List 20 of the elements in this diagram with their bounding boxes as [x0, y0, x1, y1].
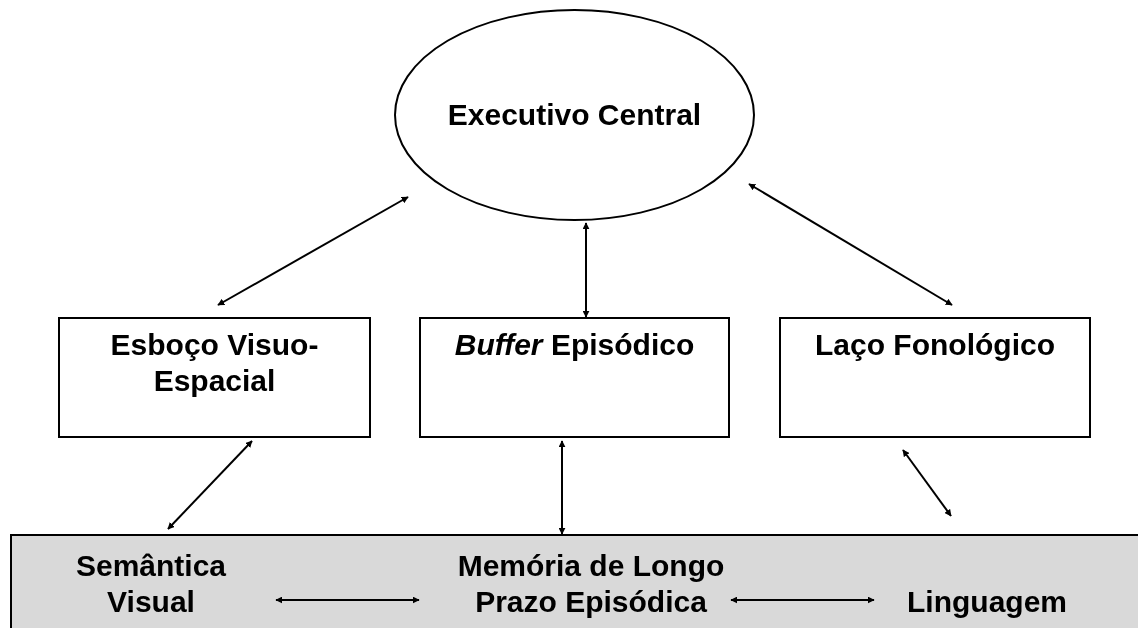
node-label: Buffer Episódico [454, 327, 695, 363]
process-box [779, 317, 1091, 438]
double-arrow [275, 596, 420, 604]
double-arrow [217, 196, 409, 306]
ellipse-node [394, 9, 755, 221]
double-arrow [558, 440, 566, 535]
process-box [58, 317, 371, 438]
node-label: Semântica Visual [74, 548, 228, 620]
double-arrow [730, 596, 875, 604]
node-label: Memória de Longo Prazo Episódica [456, 548, 726, 620]
node-label: Linguagem [907, 584, 1067, 620]
double-arrow [167, 440, 253, 530]
double-arrow [748, 183, 953, 306]
memory-band [10, 534, 1138, 628]
process-box [419, 317, 730, 438]
node-label: Esboço Visuo-Espacial [109, 327, 320, 399]
double-arrow [582, 222, 590, 318]
node-label: Executivo Central [447, 97, 702, 133]
node-label: Laço Fonológico [815, 327, 1055, 363]
double-arrow [902, 449, 952, 517]
